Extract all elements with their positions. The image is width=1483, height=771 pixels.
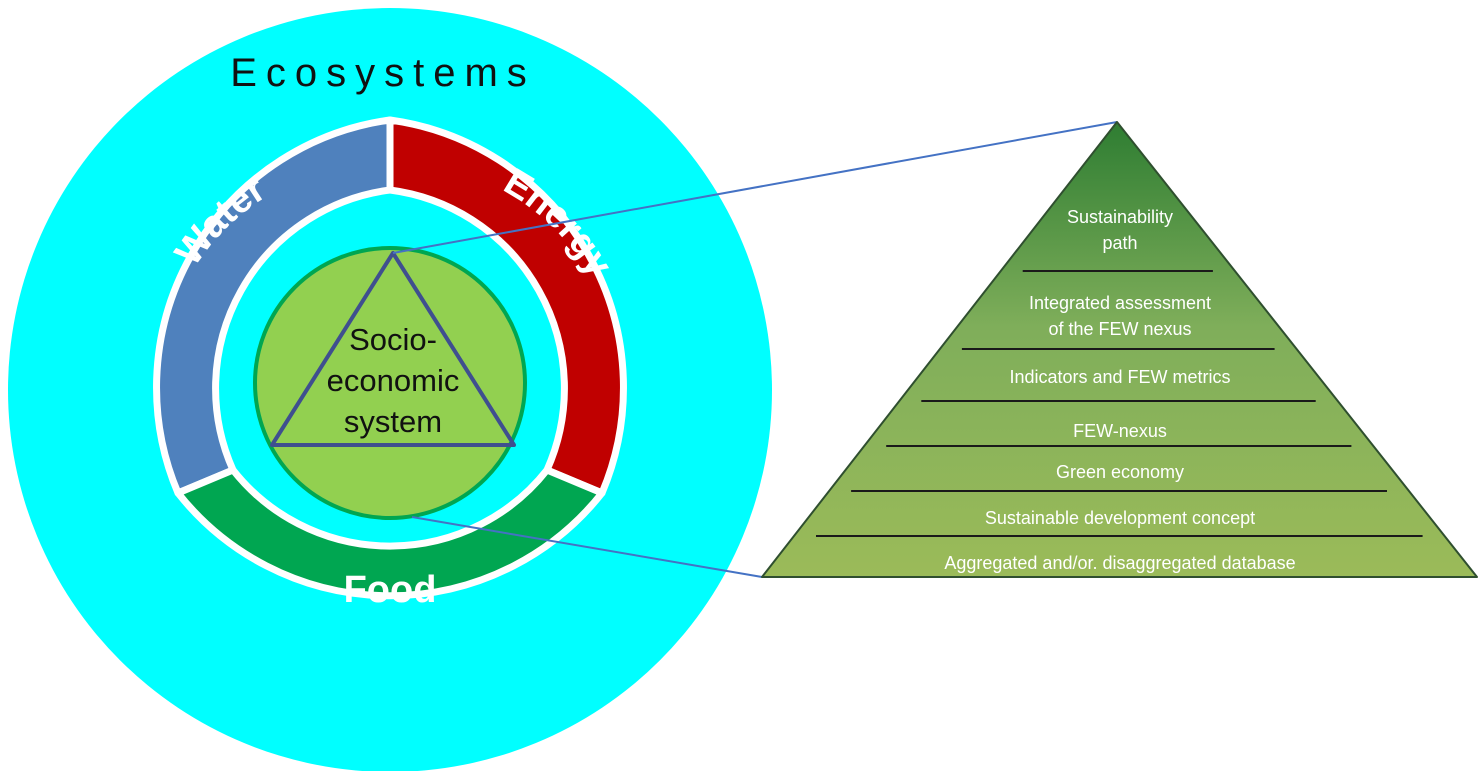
pyramid-level-label: path [1102, 233, 1137, 253]
socio-economic-triangle [270, 251, 516, 447]
food-ring-segment [174, 466, 606, 600]
socio-economic-circle [253, 246, 527, 520]
water-ring-segment [153, 116, 394, 497]
food-label: Food [344, 569, 437, 611]
pyramid-level-label: Integrated assessment [1029, 293, 1211, 313]
pyramid-level-label: of the FEW nexus [1048, 319, 1191, 339]
core-label-line1: Socio- [349, 322, 437, 357]
pyramid-level-label: Aggregated and/or. disaggregated databas… [944, 553, 1295, 573]
core-label-line2: economic [327, 363, 460, 398]
connector-line-top [392, 121, 1118, 254]
pyramid-level-label: Green economy [1056, 462, 1184, 482]
pyramid-dividers [816, 270, 1423, 537]
pyramid-level-label: Sustainable development concept [985, 508, 1255, 528]
energy-ring-segment [386, 116, 627, 497]
pyramid-level-label: FEW-nexus [1073, 421, 1167, 441]
ecosystems-label: Ecosystems [230, 51, 536, 95]
core-label-line3: system [344, 404, 442, 439]
pyramid-level-label: Indicators and FEW metrics [1009, 367, 1230, 387]
connector-line-bottom [411, 516, 763, 578]
pyramid-level-label: Sustainability [1067, 207, 1173, 227]
